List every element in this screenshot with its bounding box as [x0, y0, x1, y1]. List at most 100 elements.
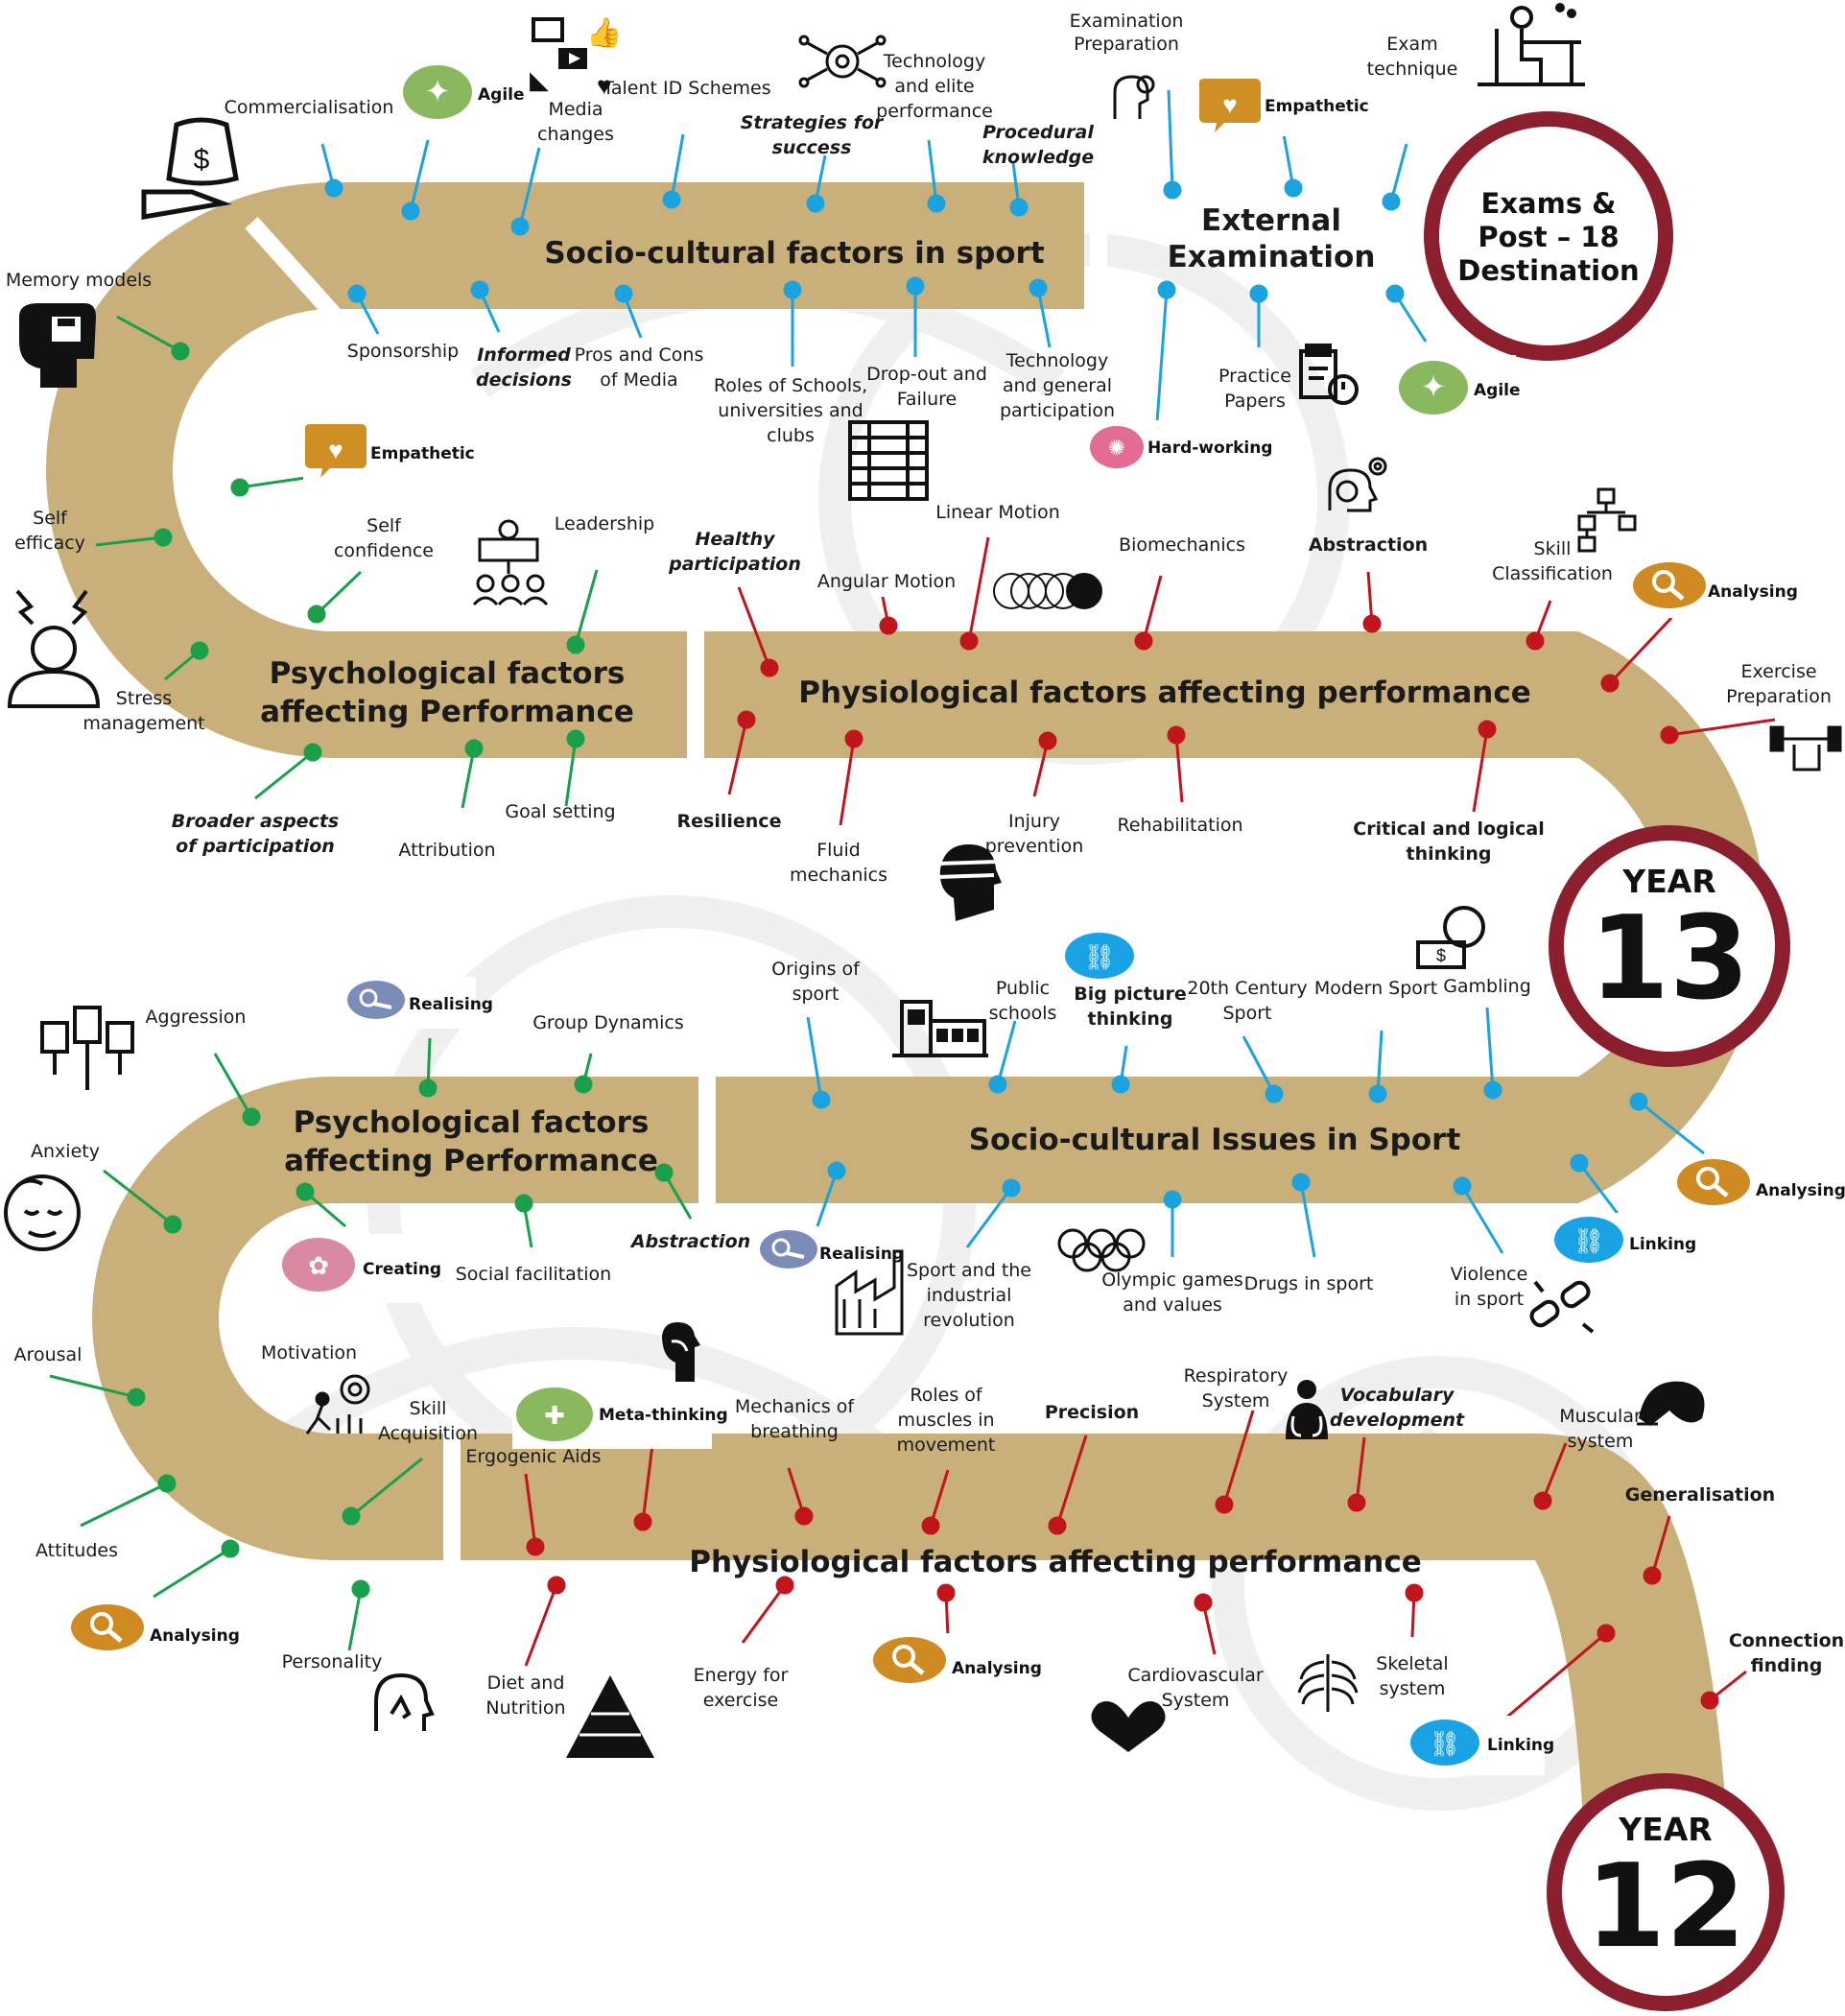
label-abstraction-y12: Abstraction	[629, 1231, 750, 1252]
chip-analysing-r13: Analysing	[1631, 560, 1798, 618]
chip-linking-r12: ⛓ Linking	[1550, 1213, 1696, 1272]
label-media-changes-1: Media	[548, 99, 603, 120]
band-title-phys-y12: Physiological factors affecting performa…	[689, 1545, 1421, 1579]
label-goal-setting: Goal setting	[505, 801, 615, 822]
breaking-chain-icon	[1529, 1280, 1595, 1334]
label-procedural-2: knowledge	[982, 147, 1094, 168]
pins-phys-y13	[727, 536, 1776, 826]
flexed-arm-icon	[1637, 1381, 1705, 1426]
road-curve-left-upper	[46, 182, 334, 758]
label-exam-technique-2: technique	[1367, 59, 1458, 80]
label-drugs: Drugs in sport	[1244, 1273, 1374, 1294]
chain-link-icon: ⛓	[1573, 1226, 1604, 1255]
road-curve-bottom-right	[1535, 1434, 1727, 1823]
label-roles-schools-1: Roles of Schools,	[714, 375, 867, 396]
milestone-exams-line2: Post – 18	[1478, 221, 1619, 253]
label-breathing-1: Mechanics of	[735, 1396, 856, 1417]
chip-creating-label: Creating	[363, 1260, 441, 1279]
label-exercise-prep-2: Preparation	[1726, 686, 1832, 707]
label-energy-1: Energy for	[694, 1665, 789, 1686]
bandaged-head-icon	[937, 844, 1002, 921]
label-self-confidence-1: Self	[367, 515, 402, 536]
label-skeletal-2: system	[1380, 1678, 1446, 1699]
icons-layer: $ 👍 ♥ ◣	[4, 3, 1842, 1758]
label-rehab: Rehabilitation	[1117, 815, 1242, 836]
label-self-efficacy-2: efficacy	[14, 533, 85, 554]
chip-agile-right: ✦ Agile	[1397, 355, 1521, 422]
band-title-socio-top: Socio-cultural factors in sport	[544, 236, 1045, 271]
head-profile-icon	[374, 1672, 435, 1731]
milestone-year13: YEAR 13	[1549, 825, 1790, 1067]
labels-year12-upper: Aggression Group Dynamics Origins of spo…	[31, 959, 1531, 1331]
label-dropout-2: Failure	[897, 389, 958, 410]
labels-top: Commercialisation Media changes Talent I…	[225, 11, 1458, 446]
road-curve-left-lower	[92, 1077, 334, 1560]
label-stress-2: management	[83, 713, 204, 734]
pins-psych-y13	[95, 315, 599, 809]
olympic-rings-icon	[1057, 1228, 1146, 1272]
label-fluid-2: mechanics	[790, 865, 887, 886]
chip-empathetic-left: ♥ Empathetic	[303, 420, 475, 484]
ribcage-icon	[1297, 1654, 1359, 1712]
label-violence-1: Violence	[1451, 1264, 1528, 1285]
label-skill-class-1: Skill	[1534, 538, 1572, 559]
circuit-brain-icon	[798, 35, 887, 88]
chip-agile-top: ✦ Agile	[395, 58, 525, 125]
label-cardio-2: System	[1162, 1690, 1230, 1711]
label-tech-general-3: participation	[1000, 400, 1115, 421]
anxious-face-icon	[4, 1174, 81, 1251]
runner-icon: ✦	[1421, 369, 1447, 404]
label-muscular-1: Muscular	[1559, 1406, 1642, 1427]
lungs-person-icon	[1286, 1380, 1328, 1439]
label-public-schools-1: Public	[996, 978, 1050, 999]
label-biomechanics: Biomechanics	[1119, 534, 1245, 556]
bee-icon: ✺	[1108, 436, 1125, 460]
label-memory-models: Memory models	[6, 270, 152, 291]
label-roles-muscles-1: Roles of	[910, 1385, 983, 1406]
chip-creating: ✿ Creating	[276, 1234, 441, 1303]
label-arousal: Arousal	[14, 1344, 83, 1365]
label-group-dynamics: Group Dynamics	[532, 1012, 684, 1033]
chain-link-icon: ⛓	[1429, 1729, 1460, 1758]
label-practice-papers-1: Practice	[1218, 366, 1291, 387]
ladder-icon	[848, 420, 929, 501]
label-energy-2: exercise	[703, 1690, 778, 1711]
label-critical-1: Critical and logical	[1353, 818, 1544, 840]
chip-analysing-r12: Analysing	[1673, 1155, 1845, 1217]
dumbbell-hand-icon	[1769, 725, 1842, 771]
svg-text:♥: ♥	[597, 71, 611, 100]
svg-text:◣: ◣	[530, 65, 549, 94]
label-motivation: Motivation	[261, 1342, 357, 1364]
label-tech-elite-1: Technology	[883, 51, 985, 72]
money-hand-icon: $	[141, 117, 239, 220]
head-gear-icon	[1328, 457, 1387, 512]
label-injury-1: Injury	[1008, 811, 1060, 832]
label-cardio-1: Cardiovascular	[1127, 1665, 1264, 1686]
chip-linking-bottom-label: Linking	[1487, 1736, 1554, 1755]
chip-analysing-bottom: Analysing	[869, 1633, 1042, 1691]
label-leadership: Leadership	[555, 513, 654, 534]
label-strategies-1: Strategies for	[741, 112, 885, 133]
motion-balls-icon	[993, 573, 1102, 609]
key-icon	[771, 1238, 791, 1257]
label-self-confidence-2: confidence	[334, 540, 434, 561]
label-healthy-1: Healthy	[695, 529, 776, 550]
milestone-year12-top: YEAR	[1618, 1811, 1712, 1848]
labels-year13: Memory models Self efficacy Self confide…	[6, 270, 1832, 886]
label-exam-prep-2: Preparation	[1074, 34, 1179, 55]
road-segment-year12-mid	[334, 1077, 1578, 1203]
pins-phys-y12	[524, 1410, 1747, 1720]
road-separators	[245, 173, 1107, 1570]
label-roles-muscles-3: movement	[897, 1435, 996, 1456]
magnifier-icon	[1696, 1167, 1719, 1190]
chip-meta-thinking: ✚ Meta-thinking	[512, 1386, 728, 1449]
label-personality: Personality	[282, 1651, 383, 1672]
chip-empathetic-top-label: Empathetic	[1265, 97, 1369, 116]
chip-analysing-left: Analysing	[69, 1601, 240, 1662]
band-title-phys-y13: Physiological factors affecting performa…	[798, 676, 1530, 710]
band-title-external-2: Examination	[1168, 240, 1376, 274]
chip-realising-top-label: Realising	[409, 995, 493, 1014]
label-sport-industrial-1: Sport and the	[907, 1260, 1031, 1281]
label-origins-2: sport	[792, 984, 840, 1005]
label-diet-1: Diet and	[487, 1672, 565, 1694]
